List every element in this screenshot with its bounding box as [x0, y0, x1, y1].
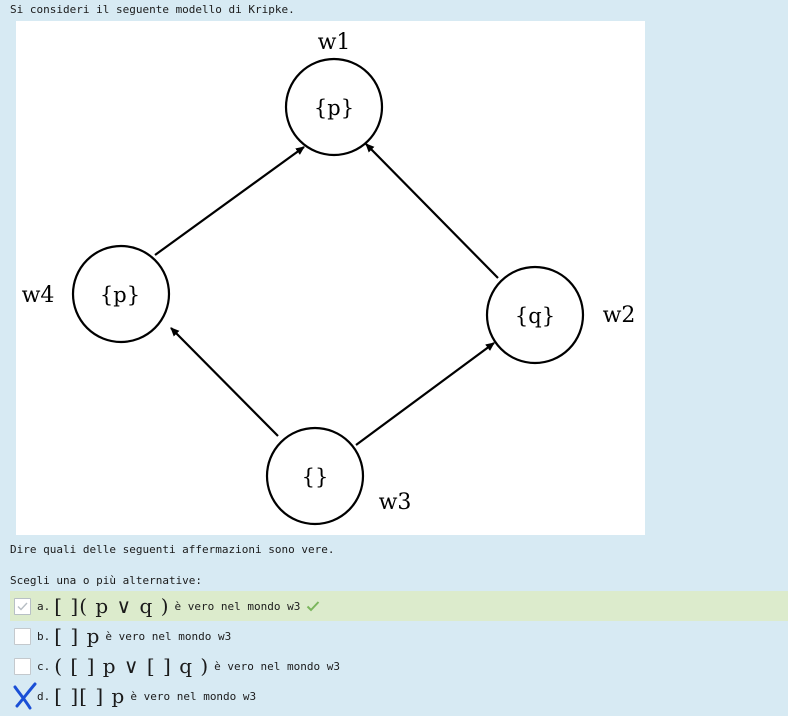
answer-b-formula: [ ] p — [54, 624, 101, 648]
edge-w3-w4 — [170, 327, 279, 437]
answer-c-formula: ( [ ] p ∨ [ ] q ) — [54, 654, 210, 678]
answer-list: a. [ ]( p ∨ q ) è vero nel mondo w3 b. [… — [10, 591, 788, 711]
intro-text: Si consideri il seguente modello di Krip… — [10, 3, 295, 16]
answer-d-text: è vero nel mondo w3 — [130, 689, 257, 703]
node-w2-label: {q} — [515, 304, 555, 328]
node-w1-name: w1 — [318, 30, 351, 55]
node-w2: {q} w2 — [485, 265, 636, 365]
edge-w2-w1 — [365, 143, 499, 279]
answer-b-checkbox[interactable] — [14, 627, 31, 645]
answer-c-checkbox[interactable] — [14, 657, 31, 675]
node-w3: {} w3 — [265, 426, 412, 526]
answer-b-letter: b. — [37, 629, 51, 643]
node-w2-name: w2 — [603, 303, 636, 328]
answer-a-letter: a. — [37, 599, 51, 613]
answer-d-letter: d. — [37, 689, 51, 703]
choose-instruction: Scegli una o più alternative: — [10, 574, 203, 587]
answer-option-a[interactable]: a. [ ]( p ∨ q ) è vero nel mondo w3 — [10, 591, 788, 621]
answer-a-text: è vero nel mondo w3 — [174, 599, 301, 613]
answer-option-d[interactable]: d. [ ][ ] p è vero nel mondo w3 — [10, 681, 788, 711]
node-w4-label: {p} — [100, 283, 140, 307]
node-w1-label: {p} — [314, 96, 354, 120]
kripke-model-figure: {p} w1 {q} w2 {} w3 {p} w4 — [16, 21, 645, 535]
handwritten-x-icon — [13, 682, 37, 710]
node-w1: {p} w1 — [284, 30, 384, 157]
correct-check-icon — [306, 600, 320, 612]
answer-option-b[interactable]: b. [ ] p è vero nel mondo w3 — [10, 621, 788, 651]
kripke-graph: {p} w1 {q} w2 {} w3 {p} w4 — [22, 30, 636, 526]
node-w4: {p} w4 — [22, 244, 171, 344]
checkmark-icon — [17, 602, 28, 611]
node-w3-name: w3 — [379, 490, 412, 515]
edge-w3-w2 — [355, 342, 495, 446]
answer-option-c[interactable]: c. ( [ ] p ∨ [ ] q ) è vero nel mondo w3 — [10, 651, 788, 681]
question-prompt: Dire quali delle seguenti affermazioni s… — [10, 543, 335, 556]
node-w3-label: {} — [302, 465, 329, 489]
answer-a-checkbox[interactable] — [14, 597, 31, 615]
edge-w4-w1 — [154, 146, 305, 256]
answer-c-text: è vero nel mondo w3 — [214, 659, 341, 673]
answer-d-formula: [ ][ ] p — [54, 684, 126, 708]
node-w4-name: w4 — [22, 283, 55, 308]
answer-c-letter: c. — [37, 659, 51, 673]
answer-b-text: è vero nel mondo w3 — [105, 629, 232, 643]
answer-a-formula: [ ]( p ∨ q ) — [54, 594, 170, 618]
